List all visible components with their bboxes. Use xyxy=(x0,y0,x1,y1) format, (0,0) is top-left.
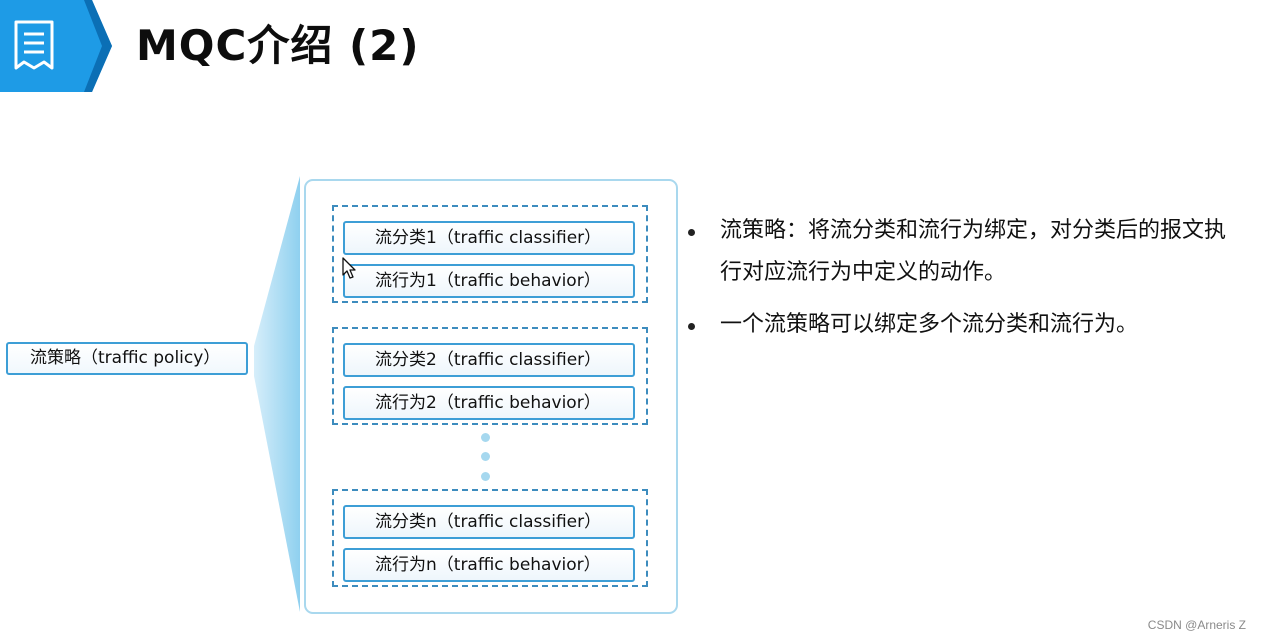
traffic-classifier-1: 流分类1（traffic classifier） xyxy=(343,221,635,255)
bullet-text: 流策略：将流分类和流行为绑定，对分类后的报文执行对应流行为中定义的动作。 xyxy=(720,218,1227,285)
traffic-behavior-n: 流行为n（traffic behavior） xyxy=(343,548,635,582)
header-banner xyxy=(0,0,112,92)
ellipsis-dot xyxy=(481,452,490,461)
traffic-policy-box: 流策略（traffic policy） xyxy=(6,342,248,375)
bullet-text: 一个流策略可以绑定多个流分类和流行为。 xyxy=(720,312,1139,337)
bullet-list: 流策略：将流分类和流行为绑定，对分类后的报文执行对应流行为中定义的动作。 一个流… xyxy=(684,210,1244,356)
bullet-dot-icon xyxy=(688,229,695,236)
classifier-behavior-group-n: 流分类n（traffic classifier） 流行为n（traffic be… xyxy=(332,489,648,587)
traffic-behavior-1: 流行为1（traffic behavior） xyxy=(343,264,635,298)
classifier-behavior-group-2: 流分类2（traffic classifier） 流行为2（traffic be… xyxy=(332,327,648,425)
traffic-behavior-2: 流行为2（traffic behavior） xyxy=(343,386,635,420)
bullet-item: 一个流策略可以绑定多个流分类和流行为。 xyxy=(684,304,1244,346)
receipt-icon xyxy=(14,20,54,70)
bullet-dot-icon xyxy=(688,323,695,330)
classifier-behavior-group-1: 流分类1（traffic classifier） 流行为1（traffic be… xyxy=(332,205,648,303)
traffic-classifier-2: 流分类2（traffic classifier） xyxy=(343,343,635,377)
page-title: MQC介绍 (2) xyxy=(136,21,420,70)
ellipsis-dot xyxy=(481,472,490,481)
mouse-cursor-icon xyxy=(342,257,356,279)
connector-trapezoid xyxy=(254,176,300,612)
watermark: CSDN @Arneris Z xyxy=(1147,618,1246,632)
bullet-item: 流策略：将流分类和流行为绑定，对分类后的报文执行对应流行为中定义的动作。 xyxy=(684,210,1244,294)
traffic-classifier-n: 流分类n（traffic classifier） xyxy=(343,505,635,539)
ellipsis-dot xyxy=(481,433,490,442)
